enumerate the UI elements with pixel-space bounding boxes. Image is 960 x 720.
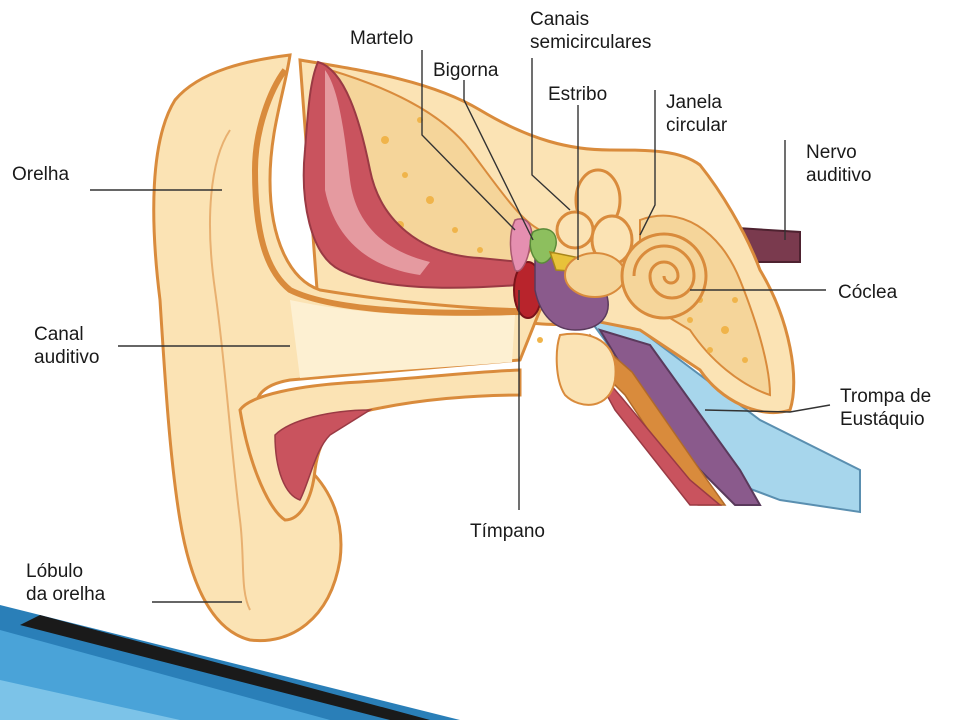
canal-wall-lower <box>238 368 522 522</box>
label-canais-semicirculares: Canais semicirculares <box>530 9 652 53</box>
label-janela-circular: Janela circular <box>666 92 728 136</box>
ear-canal <box>290 300 515 378</box>
pinna-helix-line <box>209 129 251 611</box>
label-coclea: Cóclea <box>838 282 898 303</box>
cochlea <box>620 232 708 320</box>
ossicle-martelo <box>509 218 533 272</box>
label-lobulo: Lóbulo da orelha <box>26 561 106 605</box>
tympanic-tissue <box>555 332 617 406</box>
pinna-inner-fold <box>251 68 521 316</box>
label-canal-auditivo: Canal auditivo <box>34 324 100 368</box>
label-nervo-auditivo: Nervo auditivo <box>806 142 872 186</box>
label-estribo: Estribo <box>548 84 608 105</box>
semicircular-canals <box>555 168 634 266</box>
vestibule <box>564 252 626 298</box>
label-timpano: Tímpano <box>470 521 545 542</box>
eustachian-tube <box>584 318 861 514</box>
ossicle-bigorna <box>529 228 557 264</box>
label-martelo: Martelo <box>350 28 414 49</box>
corner-accent <box>0 605 460 720</box>
canal-muscle-lower <box>274 409 373 501</box>
leader-lines <box>90 50 831 603</box>
label-trompa-de-eustaquio: Trompa de Eustáquio <box>840 386 932 430</box>
label-orelha: Orelha <box>12 164 70 185</box>
canal-wall-upper-light <box>325 70 430 275</box>
label-bigorna: Bigorna <box>433 60 499 81</box>
